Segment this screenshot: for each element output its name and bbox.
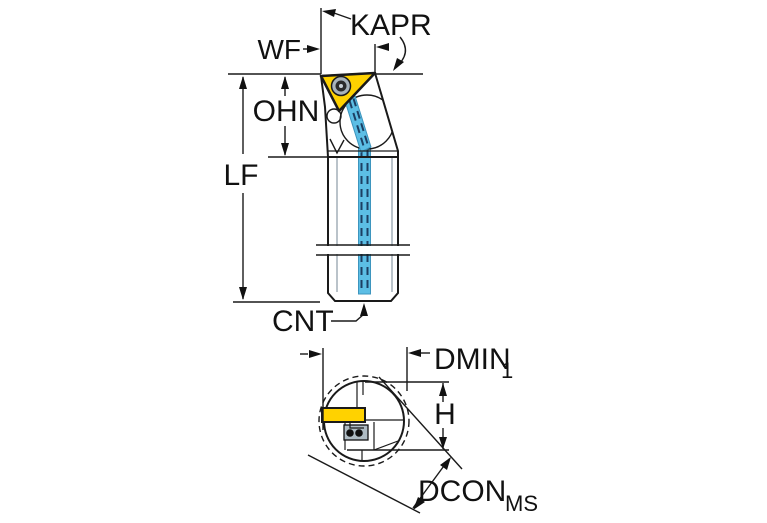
kapr-angle-arrow-icon <box>393 58 404 71</box>
dim-h: H <box>347 381 456 451</box>
end-view: DMIN 1 H DCON MS <box>300 343 538 516</box>
lf-label: LF <box>223 159 258 192</box>
end-view-details <box>343 382 403 460</box>
ohn-arrow-up-icon <box>281 76 289 89</box>
h-arrow-down-icon <box>439 437 447 449</box>
lf-arrow-up-icon <box>239 76 247 89</box>
min-bore-dashed-circle <box>318 375 410 467</box>
dmin-arrow-right-icon <box>408 349 421 357</box>
dim-cnt: CNT <box>272 303 368 338</box>
kapr-label: KAPR <box>350 9 432 42</box>
coolant-channel-head <box>344 95 372 153</box>
dim-wf: WF <box>257 34 389 65</box>
coolant-outlet-hole <box>355 429 363 437</box>
cnt-arrow-icon <box>360 303 368 316</box>
h-arrow-up-icon <box>439 383 447 396</box>
dcon-arrow-upper-icon <box>440 457 451 470</box>
side-view: KAPR WF OHN LF <box>223 8 432 338</box>
dim-kapr: KAPR <box>322 9 432 71</box>
insert-screw <box>330 75 352 97</box>
wf-label: WF <box>257 34 301 65</box>
shank-break <box>310 244 412 256</box>
lf-arrow-down-icon <box>239 287 247 300</box>
head-notch <box>329 138 345 155</box>
h-label: H <box>434 398 456 431</box>
dmin-arrow-left-icon <box>309 350 322 358</box>
dcon-label: DCON <box>418 475 506 508</box>
dim-dcon: DCON MS <box>307 376 538 516</box>
wf-arrow2-icon <box>376 43 389 51</box>
dmin-label: DMIN <box>434 343 511 376</box>
clamp-pin <box>326 108 342 124</box>
dmin-subscript: 1 <box>501 358 513 383</box>
side-view-extension-lines <box>228 8 423 303</box>
dim-ohn: OHN <box>253 76 320 156</box>
cnt-label: CNT <box>272 305 334 338</box>
ohn-label: OHN <box>253 95 320 128</box>
dim-lf: LF <box>223 76 259 300</box>
cutting-insert-end <box>321 407 366 429</box>
dim-dmin: DMIN 1 <box>300 343 513 430</box>
dcon-subscript: MS <box>505 491 538 516</box>
coolant-outlet-hole <box>346 429 354 437</box>
dcon-arrow-lower-icon <box>413 497 425 510</box>
head-details <box>339 94 395 153</box>
ohn-arrow-down-icon <box>281 143 289 156</box>
wf-arrow-icon <box>307 45 320 53</box>
coolant-channel <box>358 147 371 295</box>
kapr-leader-arrow-icon <box>322 9 336 17</box>
